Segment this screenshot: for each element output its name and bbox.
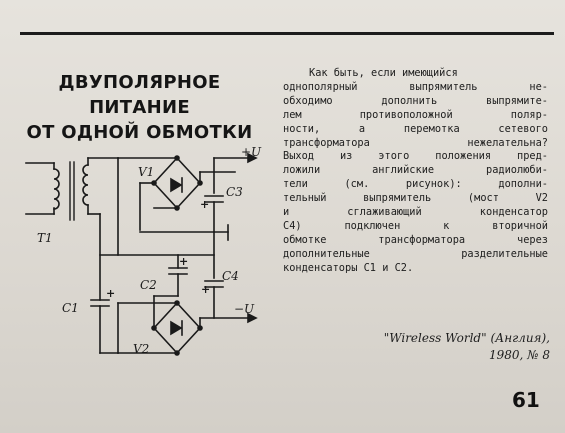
body-line: однополярный выпрямитель не- (283, 80, 548, 93)
body-line: Выход из этого положения пред- (283, 150, 548, 163)
body-line: Как быть, если имеющийся (309, 67, 458, 79)
label-c3: C3 (226, 185, 243, 199)
body-line: тельный выпрямитель (мост V2 (283, 192, 548, 205)
capacitor-c2 (153, 254, 188, 297)
label-v1: V1 (138, 165, 154, 179)
body-line: конденсаторы C1 и C2. (283, 261, 414, 274)
label-c4: C4 (222, 269, 239, 283)
polarity-marks: + + + + (106, 198, 210, 300)
body-line: и сглаживающий конденсатор (283, 206, 548, 219)
credit-line: "Wireless World" (Англия), (383, 331, 550, 345)
top-rule (20, 32, 554, 35)
body-line: лем противоположной поляр- (283, 108, 548, 121)
diode-bridge-v2 (151, 300, 203, 356)
body-line: дополнительные разделительные (283, 247, 548, 260)
page-number: 61 (512, 388, 540, 412)
label-c2: C2 (140, 278, 157, 292)
source-credit: "Wireless World" (Англия), 1980, № 8 (300, 330, 550, 364)
label-c1: C1 (62, 301, 79, 315)
positive-output (213, 152, 258, 194)
body-line: обходимо дополнить выпрямите- (283, 94, 548, 107)
title-line: ПИТАНИЕ (89, 97, 190, 118)
body-line: ности, а перемотка сетевого (283, 122, 548, 135)
capacitor-c3 (204, 195, 224, 233)
label-t1: T1 (37, 231, 53, 245)
polarity-plus: + (179, 255, 188, 268)
secondary-winding (82, 157, 119, 301)
polarity-plus: + (201, 283, 210, 296)
primary-winding (25, 162, 60, 215)
article-body: Как быть, если имеющийся однополярный вы… (283, 67, 548, 276)
body-line: трансформатора нежелательна? (283, 136, 548, 149)
diode-bridge-v1 (151, 155, 203, 211)
label-minus-u: −U (234, 302, 255, 316)
title-line: ОТ ОДНОЙ ОБМОТКИ (26, 122, 253, 143)
schematic-labels: T1 V1 C3 +U C2 C4 −U C1 V2 (37, 145, 262, 356)
label-plus-u: +U (241, 145, 262, 159)
label-v2: V2 (133, 342, 149, 356)
credit-line: 1980, № 8 (489, 348, 550, 362)
title-line: ДВУПОЛЯРНОЕ (58, 72, 221, 93)
ground-rail (99, 224, 229, 279)
capacitor-c4 (204, 280, 224, 319)
polarity-plus: + (200, 198, 209, 211)
body-line: обмотке трансформатора через (283, 233, 548, 246)
body-line: ложили английские радиолюби- (283, 164, 548, 177)
polarity-plus: + (106, 287, 115, 300)
body-line: тели (см. рисунок): дополни- (283, 178, 548, 191)
article-title: ДВУПОЛЯРНОЕ ПИТАНИЕ ОТ ОДНОЙ ОБМОТКИ (12, 70, 267, 145)
capacitor-c1 (90, 299, 119, 354)
transformer-core (69, 161, 75, 221)
negative-output-arrow (247, 312, 258, 324)
body-line: C4) подключен к вторичной (283, 219, 548, 232)
